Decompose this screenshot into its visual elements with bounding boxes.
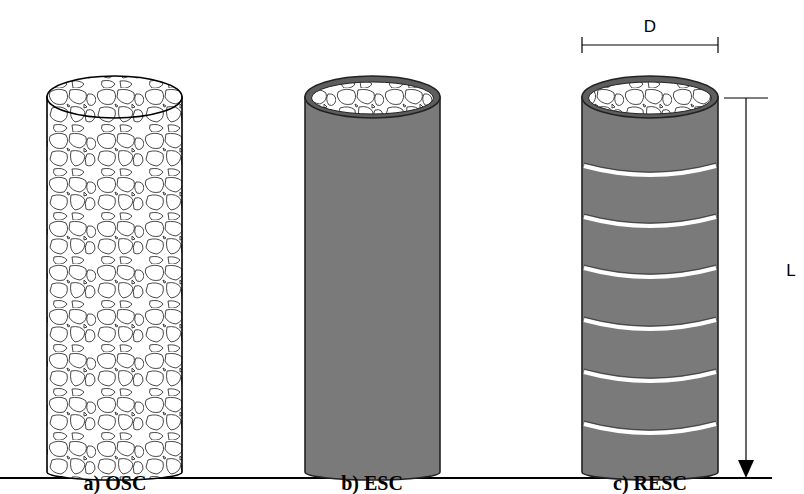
resc-column: [582, 76, 718, 480]
osc-column: [47, 76, 182, 480]
column-caption: a) OSC: [84, 473, 147, 493]
length-dimension: [724, 98, 768, 478]
column-caption: c) RESC: [613, 473, 687, 493]
column-caption: b) ESC: [341, 473, 403, 493]
dimension-label: L: [786, 262, 795, 279]
diameter-dimension: [582, 37, 718, 53]
esc-column: [305, 76, 440, 480]
dimension-label: D: [644, 18, 656, 35]
